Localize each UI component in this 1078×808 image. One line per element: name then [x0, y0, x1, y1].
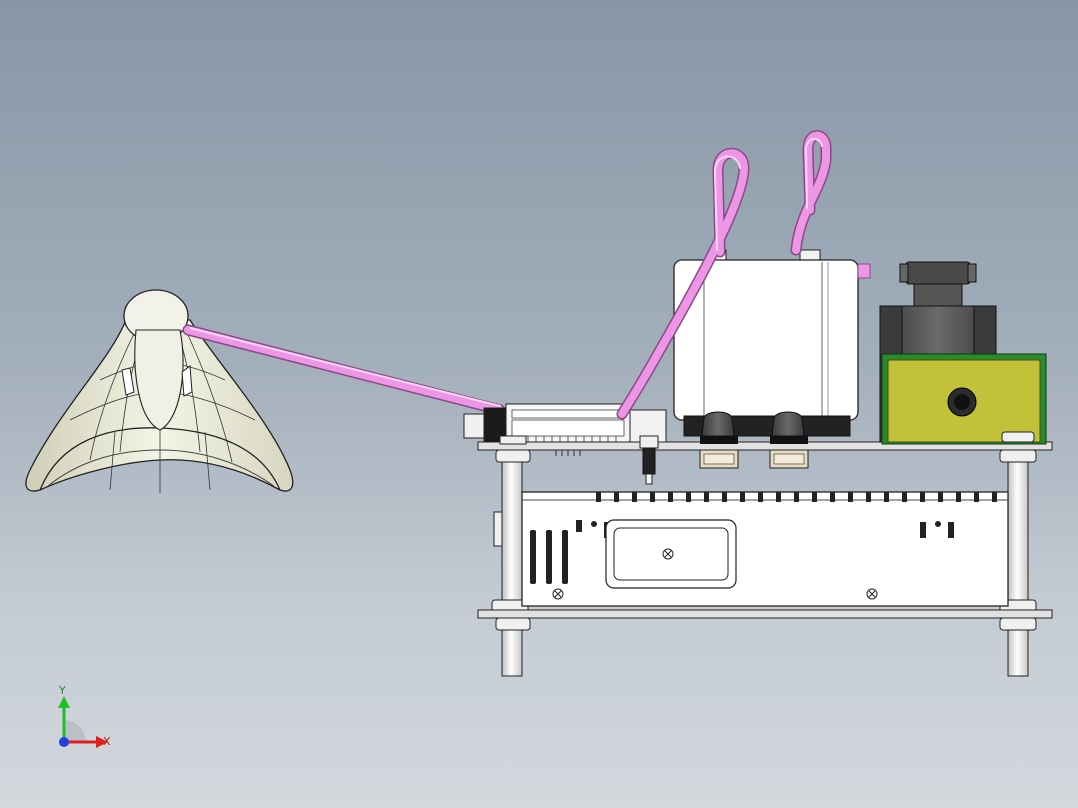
tube-pump-loop-right[interactable] — [790, 130, 832, 256]
lamp-assembly[interactable] — [25, 289, 294, 493]
power-supply-vents — [596, 492, 997, 502]
y-axis-label: Y — [58, 684, 66, 697]
lamp-socket-neck — [134, 329, 184, 431]
pcb-bottom-pins — [555, 450, 581, 456]
tube-pump-loop-left[interactable] — [616, 147, 750, 420]
pcb-module[interactable] — [463, 403, 667, 456]
power-supply[interactable] — [493, 491, 1009, 607]
potentiometer-right[interactable] — [769, 411, 809, 469]
x-axis-label: X — [103, 735, 111, 748]
top-plate[interactable] — [477, 441, 1053, 451]
power-supply-side-slots — [530, 530, 568, 584]
bottom-plate[interactable] — [477, 609, 1053, 619]
potentiometer-left[interactable] — [699, 411, 739, 469]
standoff-right — [999, 431, 1037, 677]
toggle-switch[interactable] — [639, 435, 659, 485]
relay-board[interactable] — [881, 353, 1047, 445]
tube-lamp-to-board[interactable] — [182, 324, 506, 416]
x-axis-arrow-icon — [96, 736, 108, 748]
y-axis-arrow-icon — [58, 696, 70, 708]
z-axis-dot-icon — [59, 737, 69, 747]
coordinate-triad[interactable]: Y X — [58, 684, 111, 748]
lamp-slot-left — [121, 367, 135, 396]
triad-rotation-arc — [64, 720, 86, 742]
standoff-left — [491, 435, 531, 677]
lamp-slot-right — [181, 365, 193, 397]
